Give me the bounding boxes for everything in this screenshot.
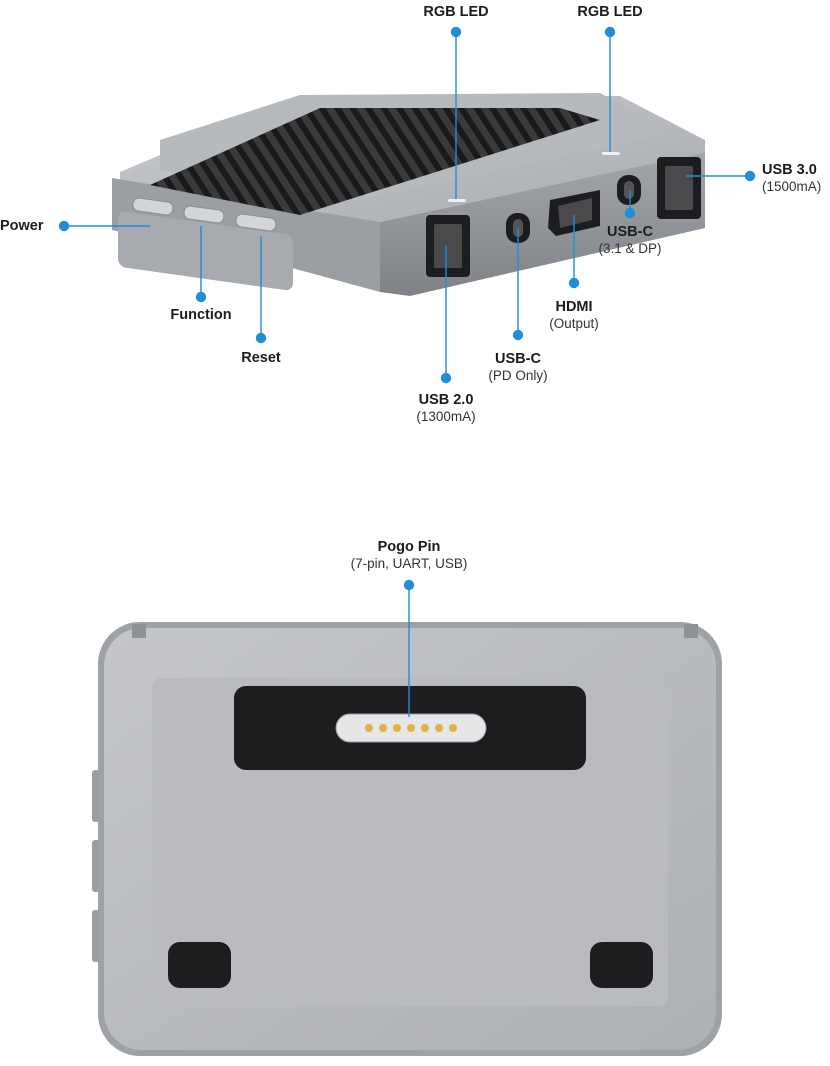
power-button[interactable] <box>132 197 174 216</box>
label-function: Function <box>170 307 231 324</box>
reset-button[interactable] <box>235 213 277 232</box>
hdmi-port-icon <box>548 190 600 236</box>
label-usbc-dp: USB-C (3.1 & DP) <box>598 224 661 256</box>
label-sub: (7-pin, UART, USB) <box>350 555 468 571</box>
label-usbc-pd: USB-C (PD Only) <box>488 351 547 383</box>
label-usb3: USB 3.0 (1500mA) <box>762 162 821 194</box>
button-panel <box>118 211 293 291</box>
usb-a-port-icon <box>426 215 470 277</box>
label-title: Pogo Pin <box>377 539 441 555</box>
label-title: Reset <box>241 350 281 366</box>
label-title: USB 2.0 <box>418 392 474 408</box>
label-title: RGB LED <box>577 4 643 20</box>
label-power: Power <box>0 218 44 235</box>
label-rgb-led-left: RGB LED <box>423 4 488 21</box>
usb-c-port-icon <box>617 175 641 205</box>
function-button[interactable] <box>183 205 225 224</box>
rgb-led-right <box>602 152 620 155</box>
pogo-pins <box>365 724 457 732</box>
label-title: Function <box>170 307 232 323</box>
heatsink-fins <box>150 108 600 215</box>
label-title: HDMI <box>555 299 593 315</box>
rgb-led-left <box>448 199 466 202</box>
label-sub: (1500mA) <box>762 178 822 194</box>
label-sub: (3.1 & DP) <box>598 240 662 256</box>
label-reset: Reset <box>241 350 281 367</box>
label-sub: (Output) <box>549 315 599 331</box>
label-sub: (1300mA) <box>416 408 476 424</box>
usb-a-port-icon <box>657 157 701 219</box>
device-bottom-view <box>92 622 722 1056</box>
device-top-view <box>112 93 705 296</box>
label-rgb-led-right: RGB LED <box>577 4 642 21</box>
label-title: USB-C <box>495 351 541 367</box>
rubber-foot <box>590 942 653 988</box>
callout-leaders <box>58 26 756 717</box>
label-usb2: USB 2.0 (1300mA) <box>416 392 475 424</box>
label-sub: (PD Only) <box>488 367 548 383</box>
rubber-foot <box>168 942 231 988</box>
label-title: Power <box>0 218 44 234</box>
label-title: USB 3.0 <box>762 162 817 178</box>
label-pogo: Pogo Pin (7-pin, UART, USB) <box>351 539 468 571</box>
label-hdmi: HDMI (Output) <box>549 299 599 331</box>
label-title: RGB LED <box>423 4 489 20</box>
label-title: USB-C <box>607 224 653 240</box>
